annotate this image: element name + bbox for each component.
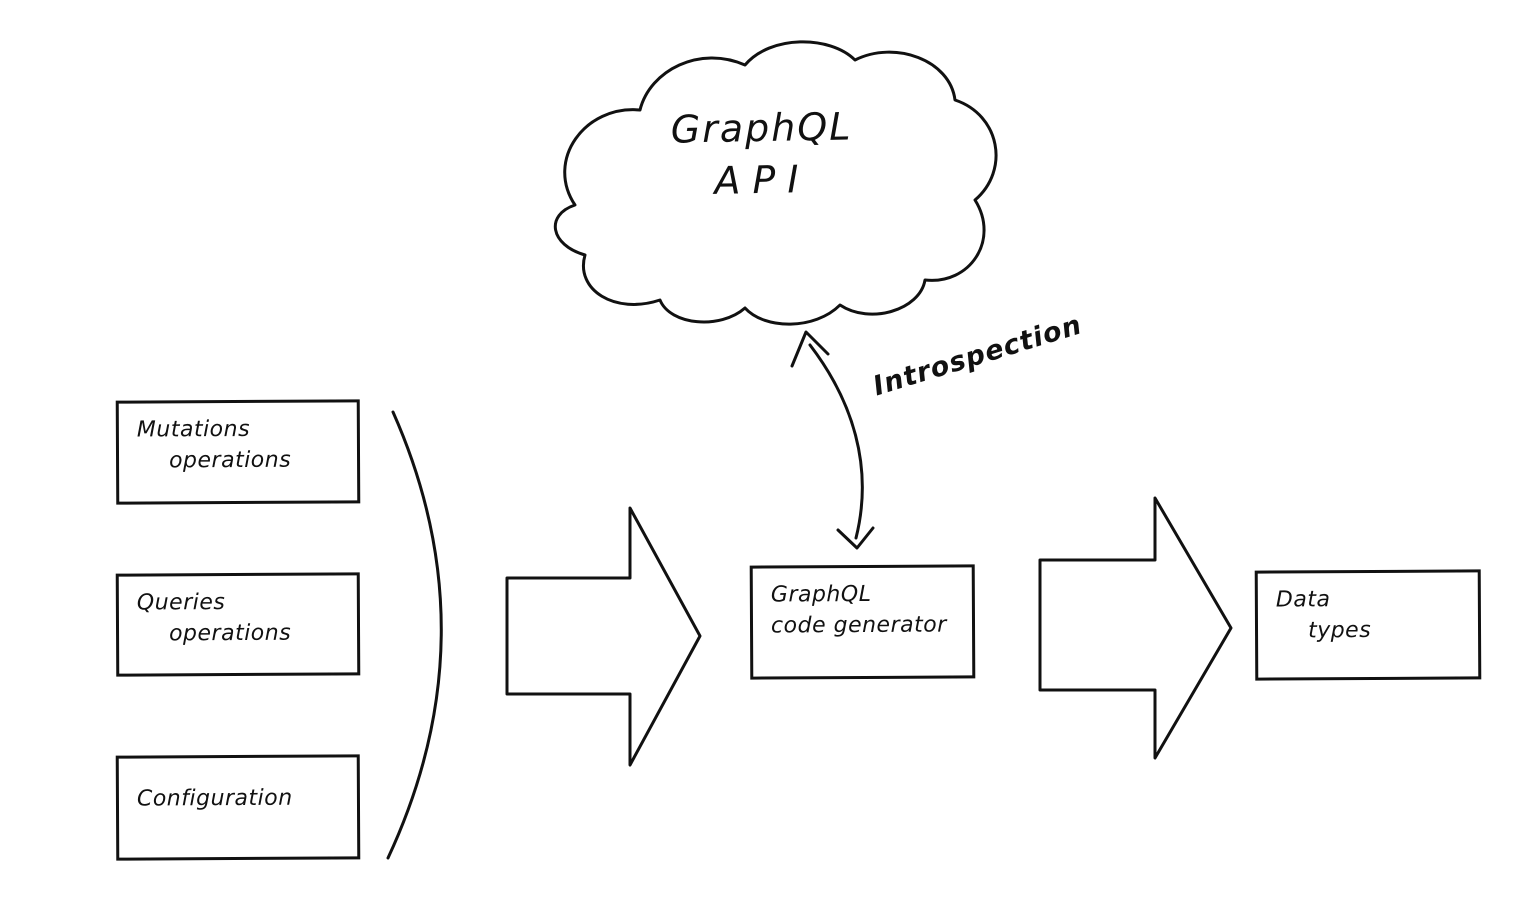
input-box-mutations-line2: operations: [168, 447, 292, 474]
flow-arrow-left: [505, 506, 702, 767]
introspection-arrowhead-bottom: [836, 526, 875, 550]
input-box-configuration-line1: Configuration: [136, 785, 293, 812]
cloud-label-line1: GraphQL: [670, 104, 853, 152]
input-box-mutations-line1: Mutations: [136, 416, 251, 443]
cloud-label: GraphQL API: [611, 103, 913, 204]
cloud-label-line2: API: [714, 157, 811, 203]
input-box-configuration: Configuration: [115, 754, 361, 861]
cloud-shape: [553, 40, 998, 326]
introspection-curve: [808, 343, 864, 540]
generator-box-line2: code generator: [770, 612, 947, 639]
generator-box: GraphQL code generator: [749, 564, 976, 680]
input-box-mutations: Mutations operations: [115, 399, 361, 505]
input-box-queries-line2: operations: [168, 620, 292, 647]
introspection-arrowhead-top: [790, 330, 830, 368]
output-box-line1: Data: [1275, 587, 1331, 613]
input-box-queries-line1: Queries: [136, 590, 226, 616]
output-box-line2: types: [1307, 617, 1372, 644]
flow-arrow-right: [1038, 496, 1233, 760]
output-box-data-types: Data types: [1254, 569, 1482, 681]
grouping-arc: [386, 410, 443, 860]
input-box-queries: Queries operations: [115, 572, 361, 677]
generator-box-line1: GraphQL: [770, 581, 872, 608]
